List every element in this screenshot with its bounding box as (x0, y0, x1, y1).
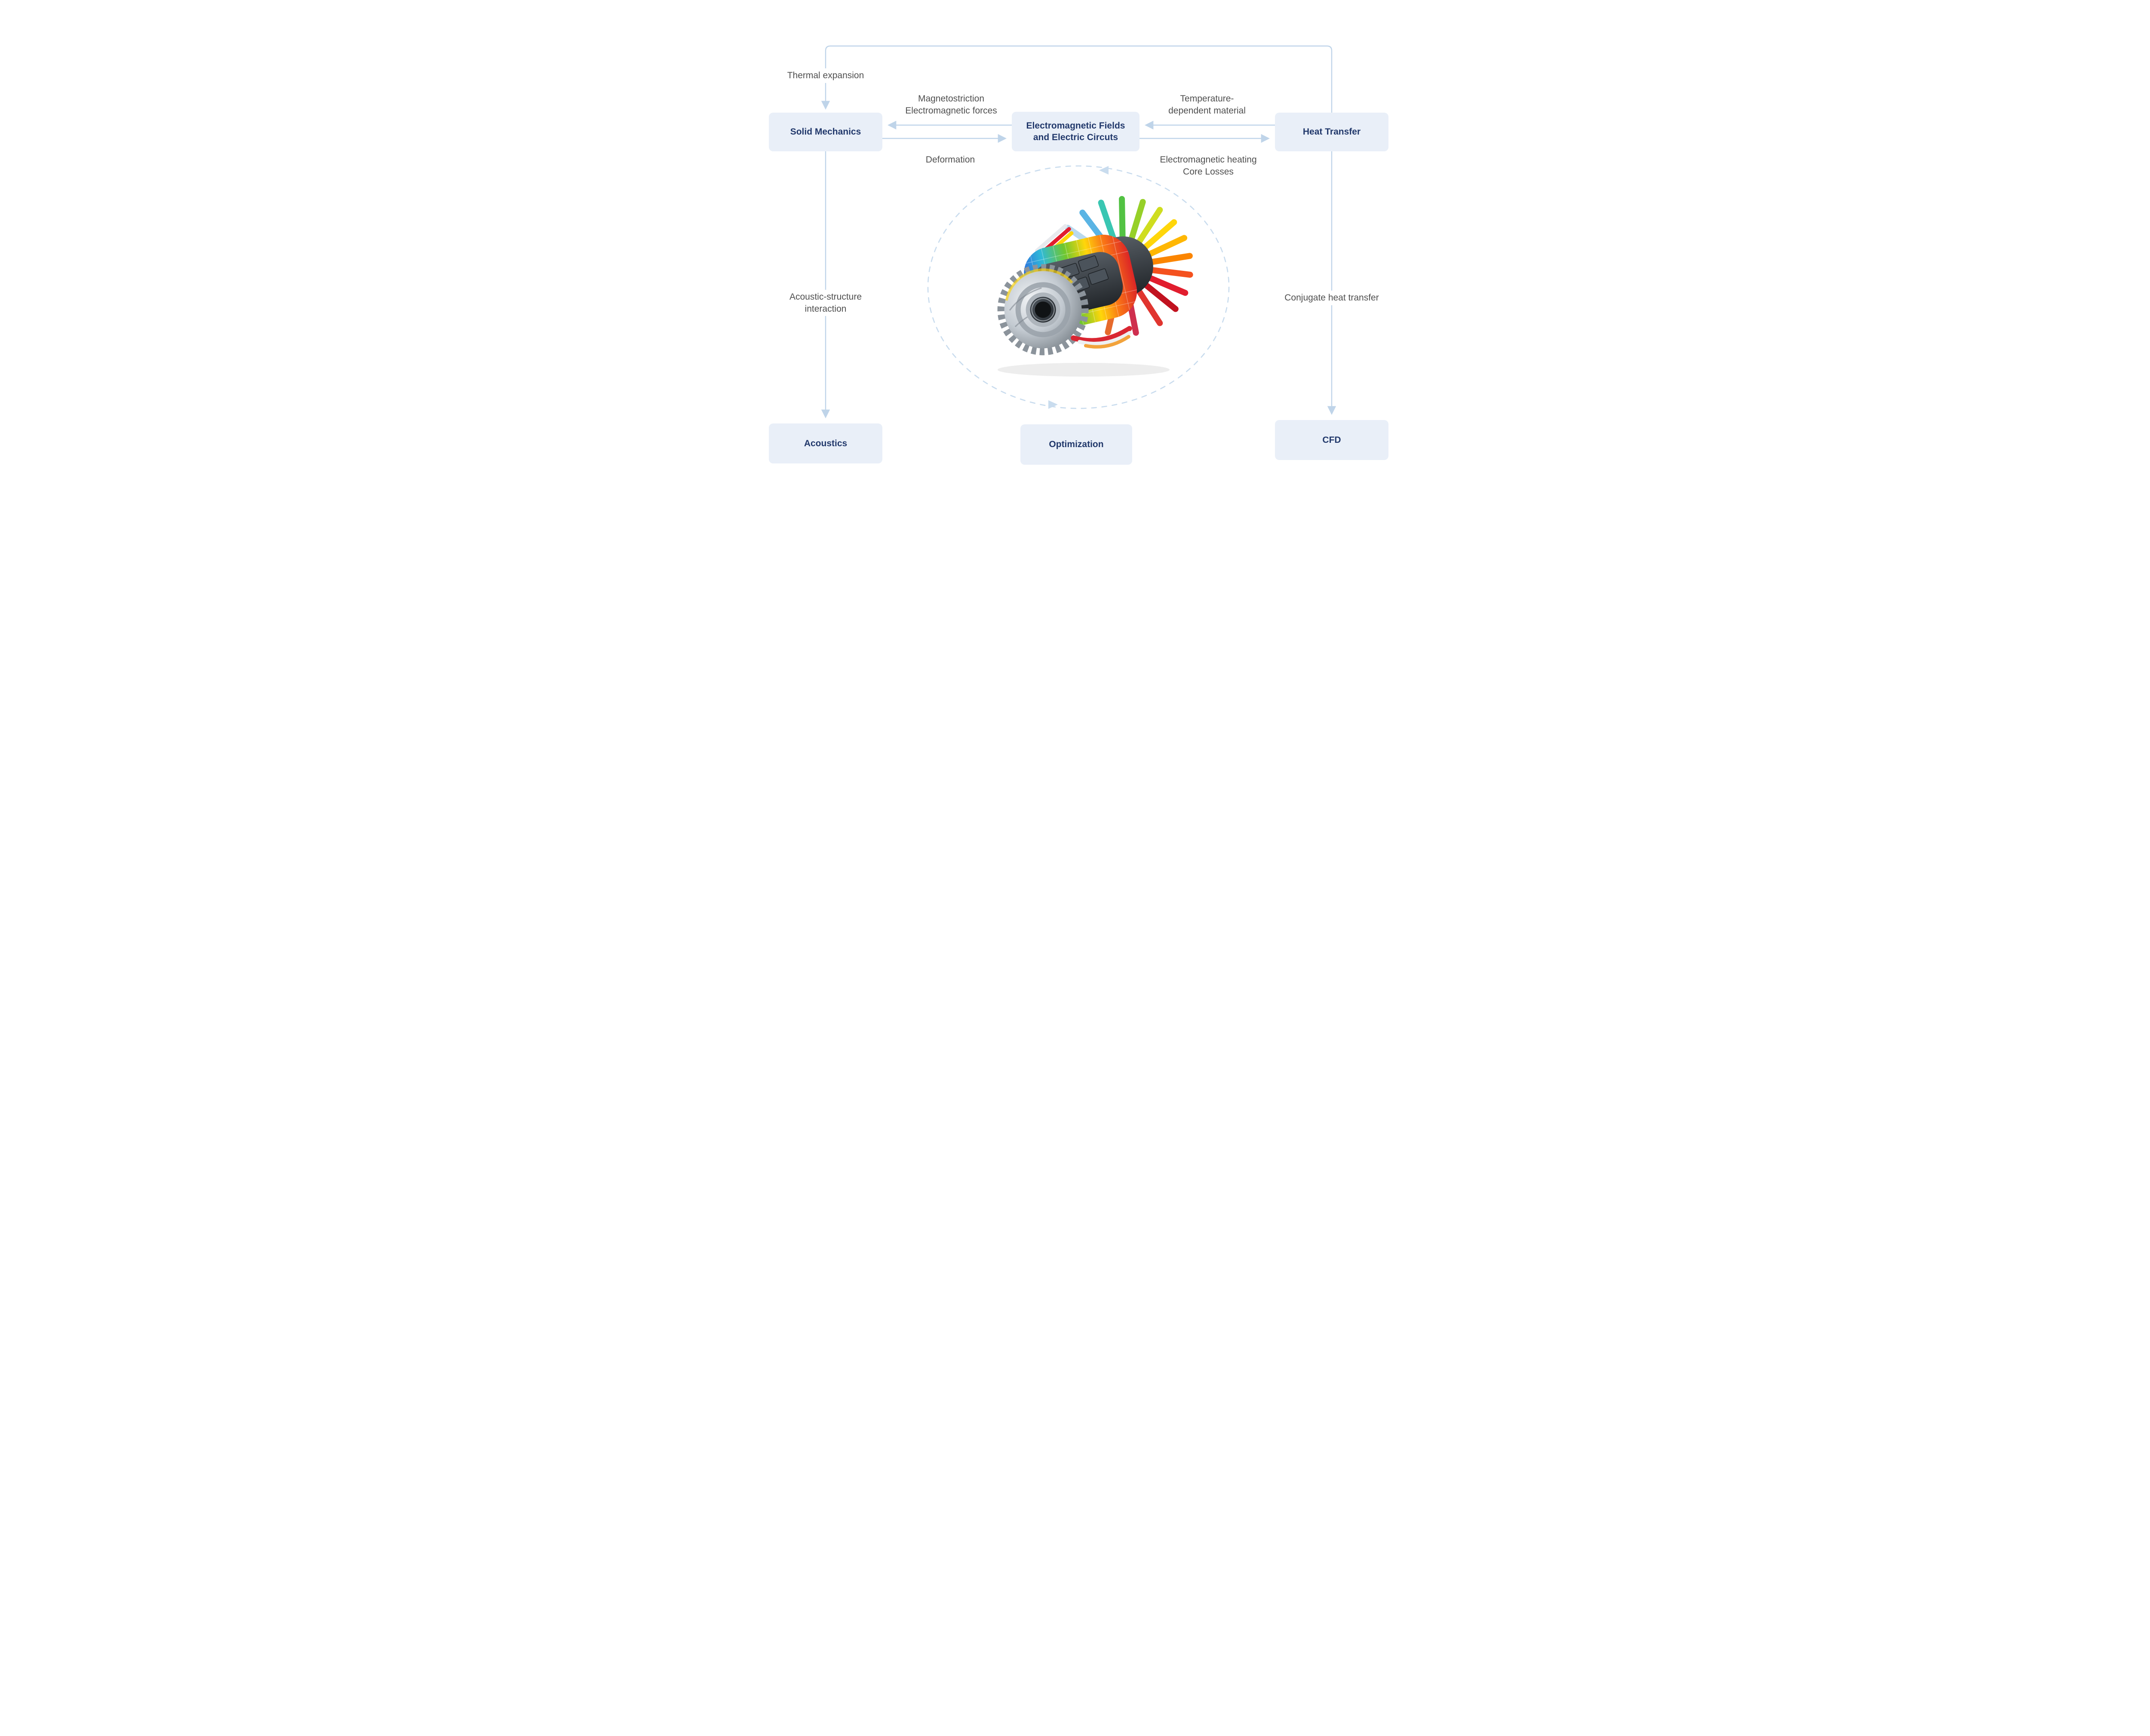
electric-motor-3d-render (997, 196, 1193, 377)
connector-thermal-expansion (821, 45, 1333, 113)
edge-label-electromagnetic-heating: Electromagnetic heating Core Losses (1160, 155, 1257, 177)
loop-arrowhead-bottom (1048, 400, 1058, 409)
edge-label-deformation: Deformation (925, 155, 975, 165)
connector-layer (821, 45, 1336, 419)
motor-assembly (997, 196, 1193, 356)
node-optimization: Optimization (1020, 424, 1132, 465)
edge-label-conjugate-heat-transfer: Conjugate heat transfer (1266, 291, 1397, 305)
node-solid-mechanics: Solid Mechanics (769, 113, 882, 151)
node-electromagnetic-fields: Electromagnetic Fields and Electric Circ… (1012, 112, 1140, 151)
edge-label-acoustic-structure-interaction: Acoustic-structure interaction (775, 290, 876, 316)
optimization-loop-dashed (927, 165, 1230, 409)
edge-label-magnetostriction: Magnetostriction Electromagnetic forces (905, 94, 997, 116)
motor-shadow (998, 363, 1170, 377)
loop-arrowhead-top (1099, 166, 1109, 175)
multiphysics-coupling-diagram: Solid Mechanics Electromagnetic Fields a… (742, 0, 1408, 505)
node-heat-transfer: Heat Transfer (1275, 113, 1388, 151)
node-acoustics: Acoustics (769, 423, 882, 463)
edge-label-thermal-expansion: Thermal expansion (779, 68, 872, 83)
winding-ends (1071, 326, 1132, 349)
gear (997, 264, 1089, 356)
edge-label-temperature-dependent-material: Temperature- dependent material (1168, 94, 1246, 116)
node-cfd: CFD (1275, 420, 1388, 460)
